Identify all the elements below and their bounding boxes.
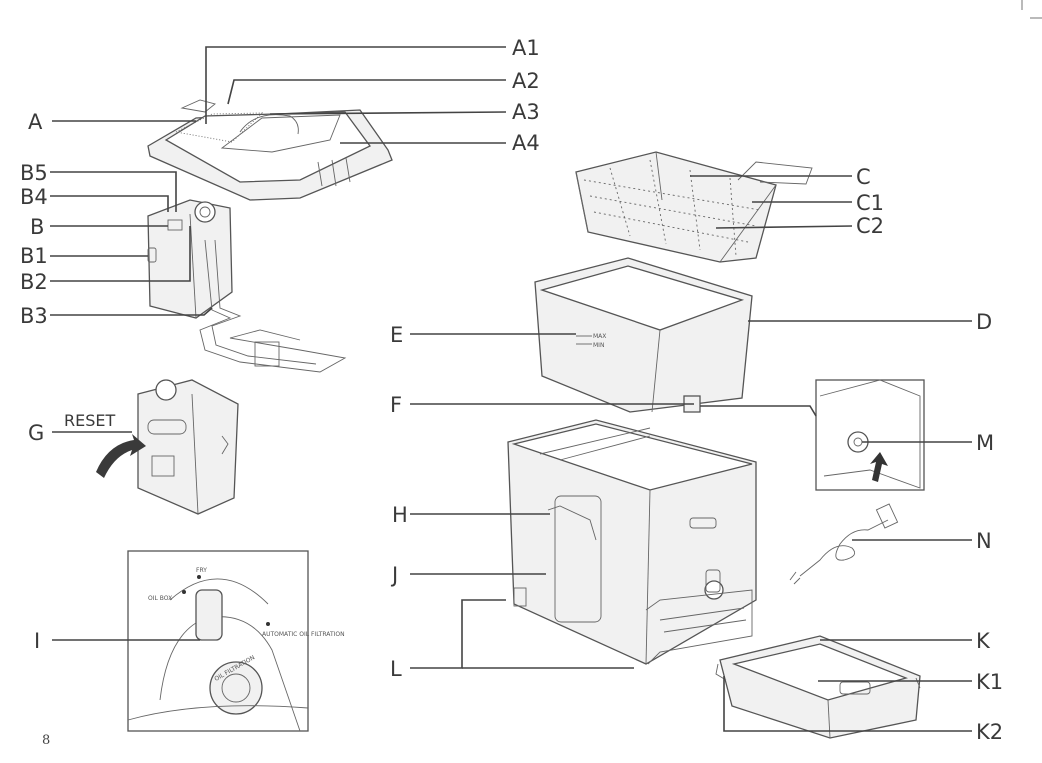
bowl-max-mark: MAX bbox=[593, 333, 606, 340]
reset-control-box-drawing: RESET bbox=[64, 379, 239, 515]
label-l: L bbox=[390, 657, 402, 681]
label-c: C bbox=[856, 165, 871, 189]
label-k1: K1 bbox=[976, 670, 1003, 694]
label-i: I bbox=[34, 629, 40, 653]
label-b4: B4 bbox=[20, 185, 48, 209]
label-e: E bbox=[390, 323, 403, 347]
label-m: M bbox=[976, 431, 994, 455]
label-a4: A4 bbox=[512, 131, 540, 155]
dial-inset: FRY OIL BOX AUTOMATIC OIL FILTRATION OIL… bbox=[127, 550, 345, 732]
dial-auto-filter-label: AUTOMATIC OIL FILTRATION bbox=[262, 631, 345, 638]
label-b: B bbox=[30, 215, 44, 239]
drain-valve-inset bbox=[815, 379, 925, 491]
label-n: N bbox=[976, 529, 992, 553]
fryer-body-drawing bbox=[507, 419, 757, 665]
label-b5: B5 bbox=[20, 161, 48, 185]
label-a1: A1 bbox=[512, 36, 540, 60]
label-k2: K2 bbox=[976, 720, 1003, 744]
oil-box-drawing bbox=[715, 635, 921, 739]
power-cord-drawing bbox=[789, 503, 899, 585]
page-number: 8 bbox=[42, 733, 50, 748]
bowl-min-mark: MIN bbox=[593, 342, 604, 349]
dial-oil-box-label: OIL BOX bbox=[148, 595, 172, 602]
part-labels: A1 A2 A3 A4 A B5 B4 B B1 B2 B3 C C1 C2 D… bbox=[20, 36, 1003, 748]
reset-label: RESET bbox=[64, 411, 115, 430]
label-b1: B1 bbox=[20, 244, 48, 268]
label-b3: B3 bbox=[20, 304, 48, 328]
label-c1: C1 bbox=[856, 191, 884, 215]
label-k: K bbox=[976, 629, 991, 653]
bowl-drawing: MAX MIN bbox=[534, 257, 753, 413]
label-a3: A3 bbox=[512, 100, 540, 124]
lid-drawing bbox=[147, 99, 393, 201]
control-box-drawing bbox=[147, 199, 347, 373]
label-f: F bbox=[390, 393, 402, 417]
label-d: D bbox=[976, 310, 992, 334]
dial-fry-label: FRY bbox=[196, 567, 207, 574]
label-a: A bbox=[28, 110, 43, 134]
label-g: G bbox=[28, 421, 44, 445]
leader-lines bbox=[50, 46, 972, 732]
label-a2: A2 bbox=[512, 69, 540, 93]
label-j: J bbox=[390, 563, 398, 587]
label-c2: C2 bbox=[856, 214, 884, 238]
label-b2: B2 bbox=[20, 270, 48, 294]
basket-drawing bbox=[575, 151, 813, 263]
label-h: H bbox=[392, 503, 408, 527]
